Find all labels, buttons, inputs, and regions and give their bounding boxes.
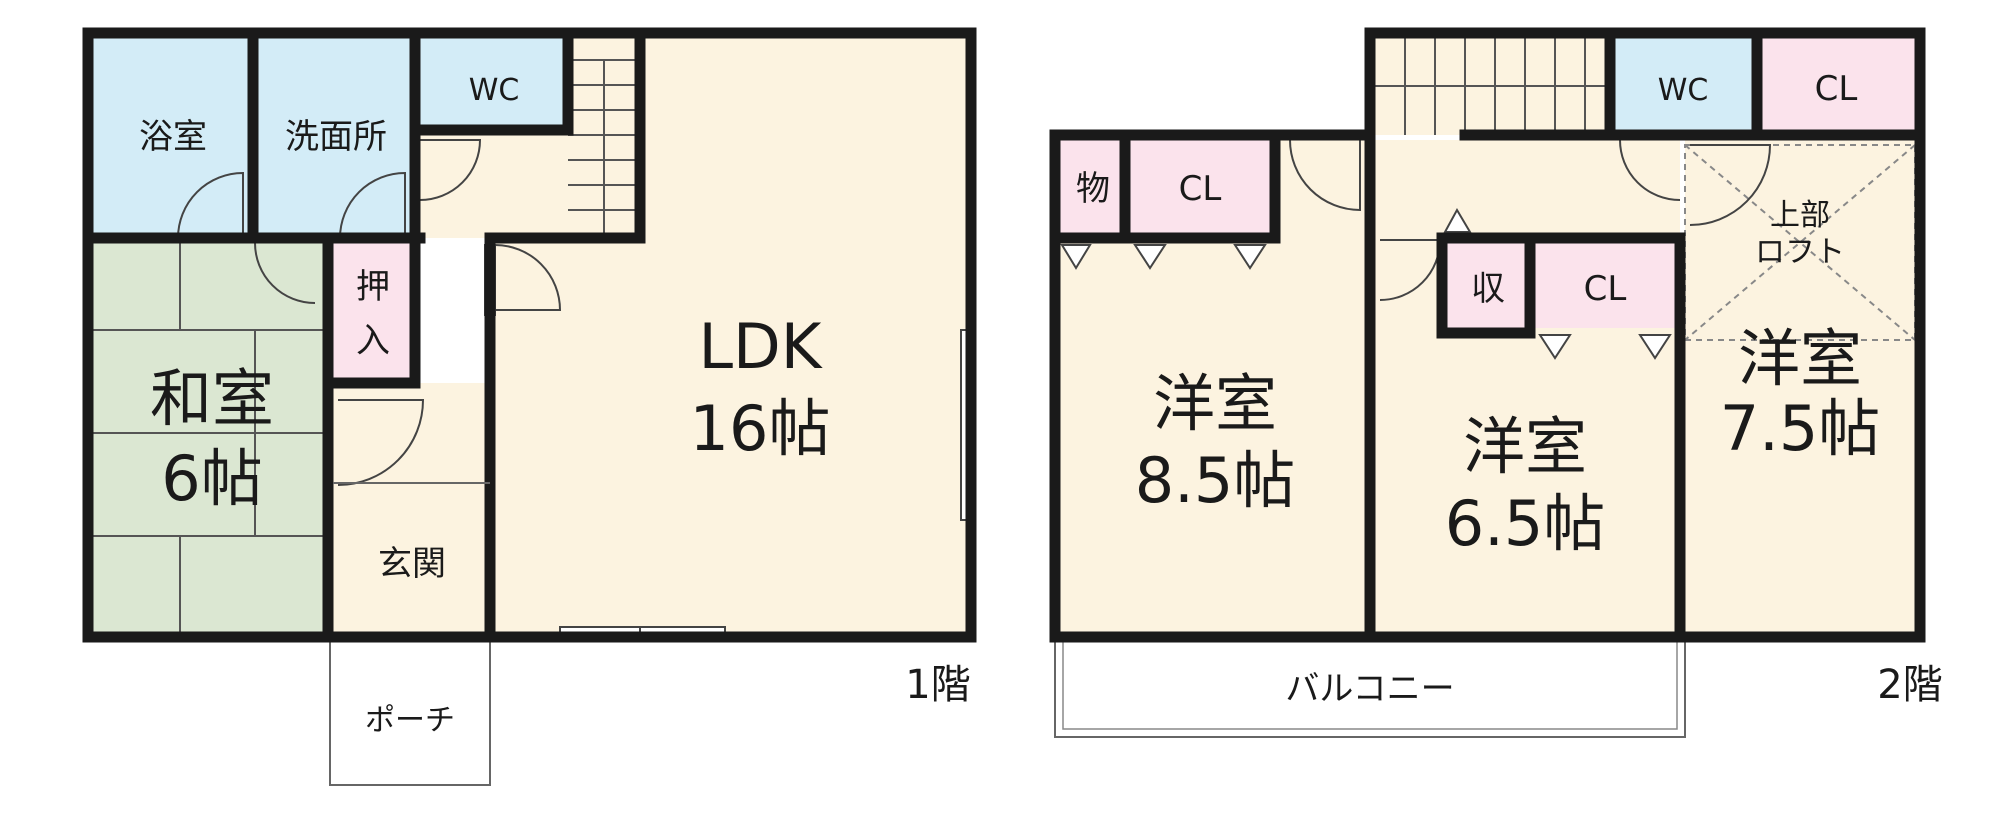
floor-2: 物 CL WC CL 収 CL 上部 ロフト 洋室 8.5帖 洋室 6.5帖 洋… xyxy=(1049,27,1943,738)
youshitsu-b-name: 洋室 xyxy=(1463,410,1587,483)
genkan-label: 玄関 xyxy=(378,544,446,584)
washitsu-name: 和室 xyxy=(150,362,274,435)
tatami-lines xyxy=(93,243,328,632)
loft-label-1: 上部 xyxy=(1770,198,1830,233)
genkan-room xyxy=(333,483,490,632)
floor-2-label: 2階 xyxy=(1877,662,1942,708)
balcony-area xyxy=(1054,636,1686,738)
floor-1-label: 1階 xyxy=(905,662,970,708)
shu-storage xyxy=(1447,243,1530,328)
stairs-2f xyxy=(1375,38,1610,135)
shu-label: 収 xyxy=(1471,269,1505,309)
balcony-label: バルコニー xyxy=(1285,669,1454,709)
walls-2f xyxy=(1049,27,1926,643)
walls-1f xyxy=(82,27,977,643)
ldk-lower xyxy=(490,238,966,632)
ldk-name: LDK xyxy=(699,310,823,383)
washroom xyxy=(258,38,415,238)
loft-label-2: ロフト xyxy=(1755,235,1845,270)
youshitsu-a-size: 8.5帖 xyxy=(1135,444,1296,517)
youshitsu-c-name: 洋室 xyxy=(1738,322,1862,395)
washitsu-size: 6帖 xyxy=(161,442,262,515)
ldk-size: 16帖 xyxy=(690,392,831,465)
wc-label-2f: WC xyxy=(1658,73,1709,108)
youshitsu-c xyxy=(1685,140,1915,632)
storage-small xyxy=(1060,140,1125,238)
washitsu-room xyxy=(93,243,328,632)
corridor-1f xyxy=(333,383,490,483)
hall-2f xyxy=(1280,140,1680,238)
porch-area xyxy=(329,636,491,786)
floor-1: 浴室 洗面所 WC LDK 16帖 和室 6帖 押 入 玄関 ポーチ 1階 xyxy=(82,27,977,786)
youshitsu-a-name: 洋室 xyxy=(1153,367,1277,440)
closet-top-right xyxy=(1757,38,1915,135)
oshiire-label-1: 押 xyxy=(356,267,390,307)
storage-small-label: 物 xyxy=(1076,169,1110,209)
closet-doors xyxy=(1060,207,1672,360)
wc-label-1f: WC xyxy=(469,73,520,108)
closet-middle-label: CL xyxy=(1584,269,1627,309)
closet-top-right-label: CL xyxy=(1815,69,1858,109)
closet-middle xyxy=(1535,243,1675,328)
wc-room-2f xyxy=(1615,38,1752,135)
oshiire-closet xyxy=(333,243,415,383)
wc-room-1f xyxy=(420,38,568,130)
bath-label: 浴室 xyxy=(139,117,207,157)
bath-room xyxy=(93,38,253,238)
youshitsu-c-size: 7.5帖 xyxy=(1720,392,1881,465)
porch-label: ポーチ xyxy=(365,703,455,738)
washroom-label: 洗面所 xyxy=(285,117,387,157)
closet-left-label: CL xyxy=(1179,169,1222,209)
closet-left xyxy=(1130,140,1270,238)
youshitsu-b-size: 6.5帖 xyxy=(1445,487,1606,560)
youshitsu-a xyxy=(1060,238,1370,632)
oshiire-label-2: 入 xyxy=(356,321,390,361)
stairs-1f xyxy=(568,59,640,238)
